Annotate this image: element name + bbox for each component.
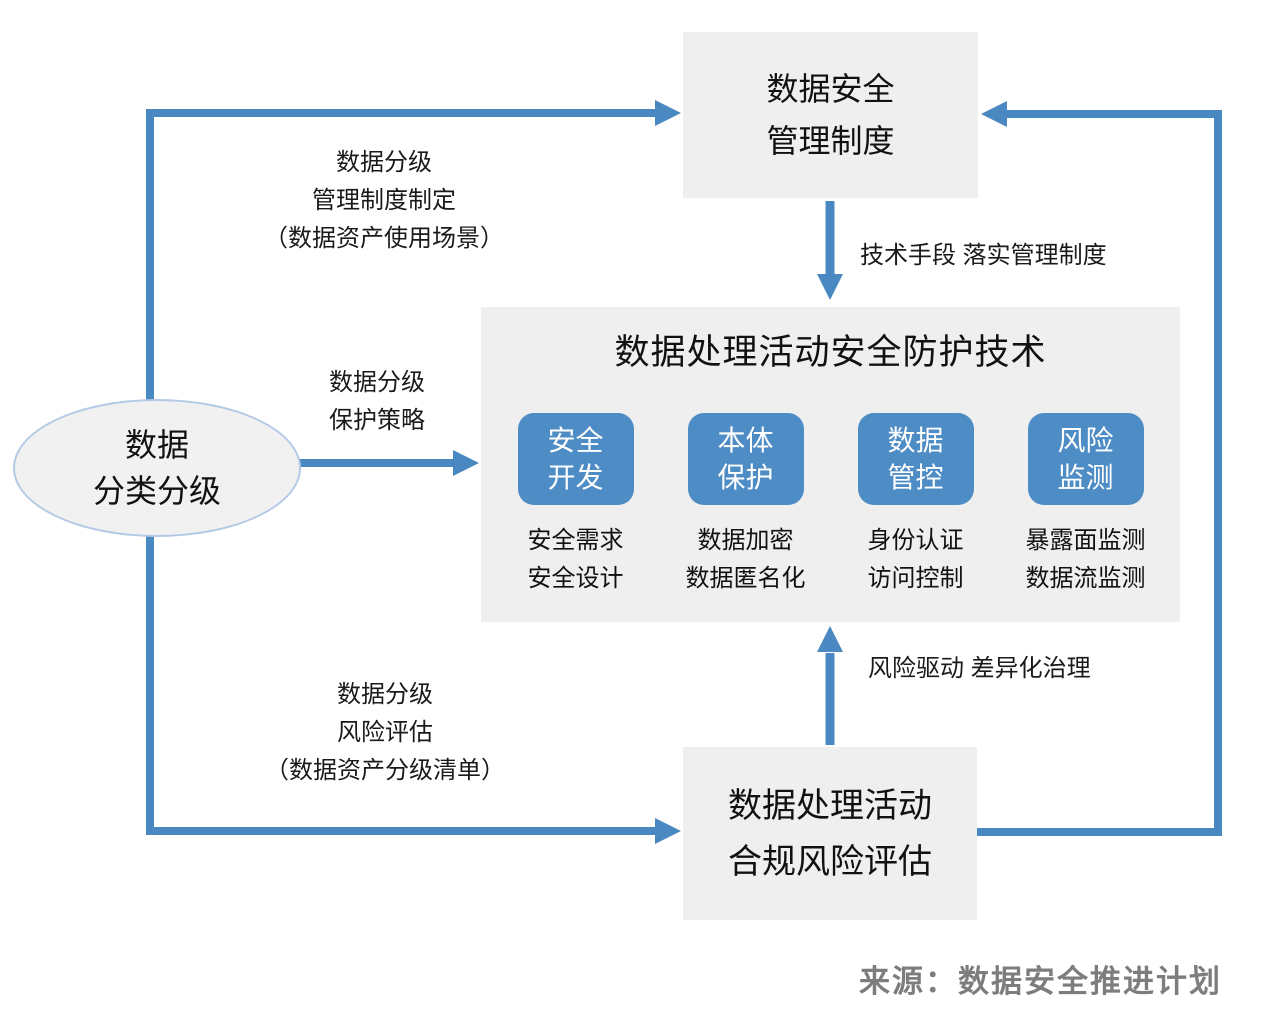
secure-development-chip: 安全 开发 [517,413,634,505]
ontology-protection-details: 数据加密 数据匿名化 [686,522,806,598]
detail-line: 安全设计 [527,565,624,592]
chip-line: 监测 [1057,462,1114,493]
chip-line: 数据 [887,425,944,456]
arrow-bottom-to-top-head [981,101,1007,127]
edge-label-line: 数据分级 [336,149,432,176]
chip-line: 风险 [1057,425,1114,456]
arrow-bottom-to-tech-head [817,626,843,652]
edge-label-to-top-box: 数据分级 管理制度制定 （数据资产使用场景） [259,144,509,258]
node-line: 数据安全 [766,71,895,107]
data-control-chip: 数据 管控 [857,413,974,505]
arrow-to-tech-box-head [453,450,479,476]
chip-line: 保护 [717,462,774,493]
chip-line: 开发 [547,462,604,493]
detail-line: 数据匿名化 [685,565,806,592]
edge-label-line: 数据分级 [329,369,425,396]
ontology-protection-chip: 本体 保护 [687,413,804,505]
detail-line: 暴露面监测 [1025,527,1146,554]
node-line: 数据处理活动 [728,786,932,825]
arrow-bottom-to-top-line [977,110,1222,836]
tech-item-secure-development: 安全 开发 安全需求 安全设计 [517,413,634,598]
edge-label-to-tech-box: 数据分级 保护策略 [267,364,487,440]
data-control-details: 身份认证 访问控制 [868,522,964,598]
tech-box-title: 数据处理活动安全防护技术 [614,333,1047,372]
chip-line: 管控 [887,462,944,493]
detail-line: 数据流监测 [1025,565,1146,592]
node-compliance-risk-assessment: 数据处理活动 合规风险评估 [683,747,977,920]
edge-label-top-to-tech: 技术手段 落实管理制度 [860,242,1107,269]
tech-item-data-control: 数据 管控 身份认证 访问控制 [857,413,974,598]
edge-label-bottom-to-tech: 风险驱动 差异化治理 [868,655,1091,682]
edge-label-line: （数据资产分级清单） [265,757,505,784]
node-line: 合规风险评估 [728,842,932,881]
node-line: 管理制度 [766,123,895,159]
risk-monitoring-chip: 风险 监测 [1027,413,1144,505]
detail-line: 身份认证 [867,527,964,554]
secure-development-details: 安全需求 安全设计 [528,522,624,598]
edge-label-to-bottom-box: 数据分级 风险评估 （数据资产分级清单） [260,676,510,790]
node-protection-technology: 数据处理活动安全防护技术 安全 开发 安全需求 安全设计 本体 保护 数据加密 [481,307,1180,622]
detail-line: 安全需求 [527,527,624,554]
detail-line: 访问控制 [867,565,964,592]
node-line: 数据 [124,427,189,463]
source-credit: 来源：数据安全推进计划 [859,964,1222,999]
arrow-to-bottom-box-head [655,818,681,844]
detail-line: 数据加密 [697,527,794,554]
edge-label-line: 管理制度制定 [312,187,456,214]
edge-label-line: （数据资产使用场景） [264,225,504,252]
tech-columns: 安全 开发 安全需求 安全设计 本体 保护 数据加密 数据匿名化 [481,413,1180,598]
tech-item-ontology-protection: 本体 保护 数据加密 数据匿名化 [686,413,806,598]
node-data-classification: 数据 分类分级 [13,399,301,537]
arrow-to-top-box-head [655,100,681,126]
tech-item-risk-monitoring: 风险 监测 暴露面监测 数据流监测 [1026,413,1146,598]
edge-label-line: 风险评估 [337,719,433,746]
node-line: 分类分级 [92,473,221,509]
edge-label-line: 保护策略 [329,407,425,434]
edge-label-line: 数据分级 [337,681,433,708]
node-management-system: 数据安全 管理制度 [683,32,978,198]
arrow-top-to-tech-head [817,274,843,300]
chip-line: 安全 [547,425,604,456]
chip-line: 本体 [717,425,774,456]
risk-monitoring-details: 暴露面监测 数据流监测 [1026,522,1146,598]
